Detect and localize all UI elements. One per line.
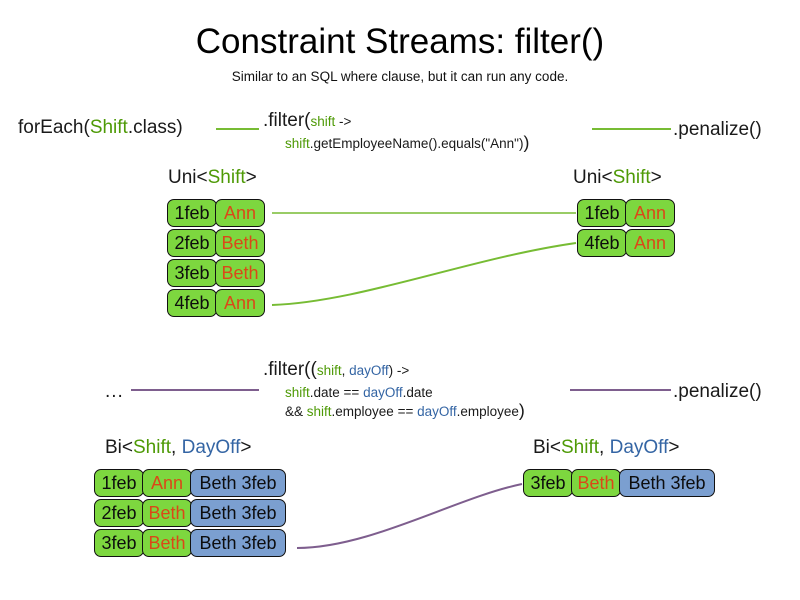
bi-filter-line2-var1: shift	[285, 385, 310, 400]
uni-filter-param: shift	[310, 114, 336, 129]
uni-output-stream-label: Uni<Shift>	[573, 167, 662, 189]
tuple-name: Ann	[625, 199, 675, 227]
table-row: 3feb Beth	[167, 259, 265, 287]
bi-output-label-prefix: Bi<	[533, 437, 561, 458]
uni-filter-line1: .filter(shift ->	[263, 110, 351, 132]
tuple-name: Beth	[142, 529, 192, 557]
table-row: 2feb Beth Beth 3feb	[94, 499, 286, 527]
tuple-date: 1feb	[94, 469, 144, 497]
bi-output-label-type1: Shift	[561, 437, 600, 458]
bi-output-stream-label: Bi<Shift, DayOff>	[533, 437, 679, 459]
tuple-name: Ann	[625, 229, 675, 257]
uni-filter-line2-var: shift	[285, 136, 310, 151]
bi-input-label-prefix: Bi<	[105, 437, 133, 458]
bi-input-stream-label: Bi<Shift, DayOff>	[105, 437, 251, 459]
uni-output-label-prefix: Uni<	[573, 167, 613, 188]
bi-filter-line3-end: .employee	[456, 404, 519, 419]
tuple-date: 2feb	[94, 499, 144, 527]
tuple-name: Beth	[571, 469, 621, 497]
table-row: 2feb Beth	[167, 229, 265, 257]
bi-filter-param2: dayOff	[349, 363, 389, 378]
tuple-pair: Beth 3feb	[619, 469, 715, 497]
bi-filter-line2-mid: .date ==	[309, 385, 364, 400]
page-subtitle: Similar to an SQL where clause, but it c…	[231, 69, 569, 84]
bi-filter-prefix: .filter((	[263, 359, 317, 380]
table-row: 1feb Ann	[577, 199, 675, 227]
bi-filter-line3-var1: shift	[306, 404, 332, 419]
table-row: 1feb Ann	[167, 199, 265, 227]
tuple-name: Beth	[215, 259, 265, 287]
uni-input-label-prefix: Uni<	[168, 167, 208, 188]
tuple-date: 3feb	[523, 469, 573, 497]
tuple-name: Beth	[215, 229, 265, 257]
bi-output-tuple-table: 3feb Beth Beth 3feb	[523, 469, 715, 499]
bi-filter-line3: && shift.employee == dayOff.employee)	[285, 400, 525, 421]
bi-output-label-type2: DayOff	[609, 437, 669, 458]
wire-uni-row4	[271, 242, 577, 306]
bi-input-label-comma: ,	[171, 437, 182, 458]
tuple-date: 3feb	[94, 529, 144, 557]
foreach-prefix: forEach(	[18, 117, 90, 138]
uni-input-label-suffix: >	[245, 167, 257, 188]
bi-input-label-type2: DayOff	[181, 437, 241, 458]
uni-output-tuple-table: 1feb Ann 4feb Ann	[577, 199, 675, 259]
tuple-pair: Beth 3feb	[190, 469, 286, 497]
tuple-pair: Beth 3feb	[190, 499, 286, 527]
uni-input-stream-label: Uni<Shift>	[168, 167, 257, 189]
bi-filter-arrow: ) ->	[388, 363, 410, 378]
wire-bi-row3	[296, 483, 523, 549]
bi-filter-line3-mid: .employee ==	[331, 404, 418, 419]
tuple-date: 2feb	[167, 229, 217, 257]
uni-filter-line2-body: .getEmployeeName().equals("Ann")	[309, 136, 524, 151]
uni-filter-prefix: .filter(	[263, 110, 311, 131]
table-row: 3feb Beth Beth 3feb	[523, 469, 715, 497]
table-row: 4feb Ann	[577, 229, 675, 257]
uni-filter-line2: shift.getEmployeeName().equals("Ann"))	[285, 132, 530, 153]
uni-output-label-type: Shift	[612, 167, 651, 188]
foreach-suffix: .class)	[127, 117, 183, 138]
tuple-name: Ann	[215, 289, 265, 317]
bi-filter-line1: .filter((shift, dayOff) ->	[263, 359, 409, 381]
table-row: 3feb Beth Beth 3feb	[94, 529, 286, 557]
tuple-pair: Beth 3feb	[190, 529, 286, 557]
bi-penalize-label: .penalize()	[673, 381, 762, 402]
uni-penalize-label: .penalize()	[673, 119, 762, 140]
tuple-date: 1feb	[577, 199, 627, 227]
uni-filter-line2-close: )	[523, 132, 530, 153]
bi-filter-line2-end: .date	[402, 385, 433, 400]
tuple-name: Beth	[142, 499, 192, 527]
bi-filter-param1: shift	[316, 363, 342, 378]
bi-filter-line2: shift.date == dayOff.date	[285, 385, 433, 400]
bi-filter-line3-and: &&	[285, 404, 307, 419]
uni-input-label-type: Shift	[207, 167, 246, 188]
tuple-name: Ann	[215, 199, 265, 227]
bi-source-label: ...	[105, 381, 124, 402]
bi-input-label-suffix: >	[240, 437, 252, 458]
tuple-date: 3feb	[167, 259, 217, 287]
bi-filter-line3-var2: dayOff	[417, 404, 457, 419]
bi-filter-line3-close: )	[518, 400, 525, 421]
tuple-date: 4feb	[577, 229, 627, 257]
foreach-type: Shift	[89, 117, 128, 138]
uni-filter-arrow: ->	[335, 114, 352, 129]
tuple-date: 4feb	[167, 289, 217, 317]
uni-input-tuple-table: 1feb Ann 2feb Beth 3feb Beth 4feb Ann	[167, 199, 265, 319]
bi-input-label-type1: Shift	[133, 437, 172, 458]
table-row: 1feb Ann Beth 3feb	[94, 469, 286, 497]
tuple-name: Ann	[142, 469, 192, 497]
bi-input-tuple-table: 1feb Ann Beth 3feb 2feb Beth Beth 3feb 3…	[94, 469, 286, 559]
bi-output-label-suffix: >	[668, 437, 680, 458]
table-row: 4feb Ann	[167, 289, 265, 317]
bi-filter-line2-var2: dayOff	[363, 385, 403, 400]
uni-output-label-suffix: >	[650, 167, 662, 188]
bi-output-label-comma: ,	[599, 437, 610, 458]
bi-filter-comma: ,	[341, 363, 350, 378]
tuple-date: 1feb	[167, 199, 217, 227]
foreach-source-label: forEach(Shift.class)	[18, 117, 183, 139]
page-title: Constraint Streams: filter()	[195, 22, 605, 61]
